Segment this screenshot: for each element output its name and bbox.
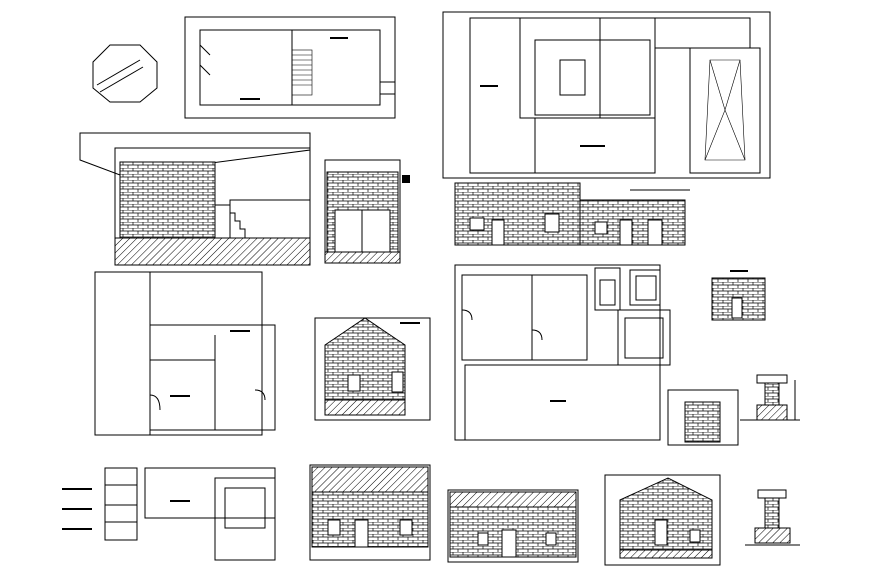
floor-plan-middle-right bbox=[454, 264, 661, 441]
section-elevation-left bbox=[79, 132, 311, 266]
elevation-bottom-gable bbox=[604, 474, 721, 566]
elevation-small-brick bbox=[324, 159, 410, 264]
detail-boxes bbox=[594, 267, 671, 366]
footing-detail-upper bbox=[756, 374, 796, 421]
detail-bottom-left bbox=[62, 467, 138, 541]
elevation-bottom-2 bbox=[447, 489, 579, 563]
footing-detail-lower bbox=[745, 489, 800, 546]
elevation-long-brick bbox=[454, 182, 690, 246]
floor-plan-middle-left bbox=[94, 271, 276, 436]
elevation-small-right bbox=[711, 270, 766, 321]
floor-plan-top-left bbox=[184, 16, 396, 119]
key-plan-octagon bbox=[92, 44, 158, 103]
elevation-gable bbox=[314, 317, 431, 421]
floor-plan-top-right bbox=[442, 11, 771, 179]
floor-plan-bottom bbox=[144, 467, 276, 561]
elevation-bottom-1 bbox=[309, 464, 431, 561]
